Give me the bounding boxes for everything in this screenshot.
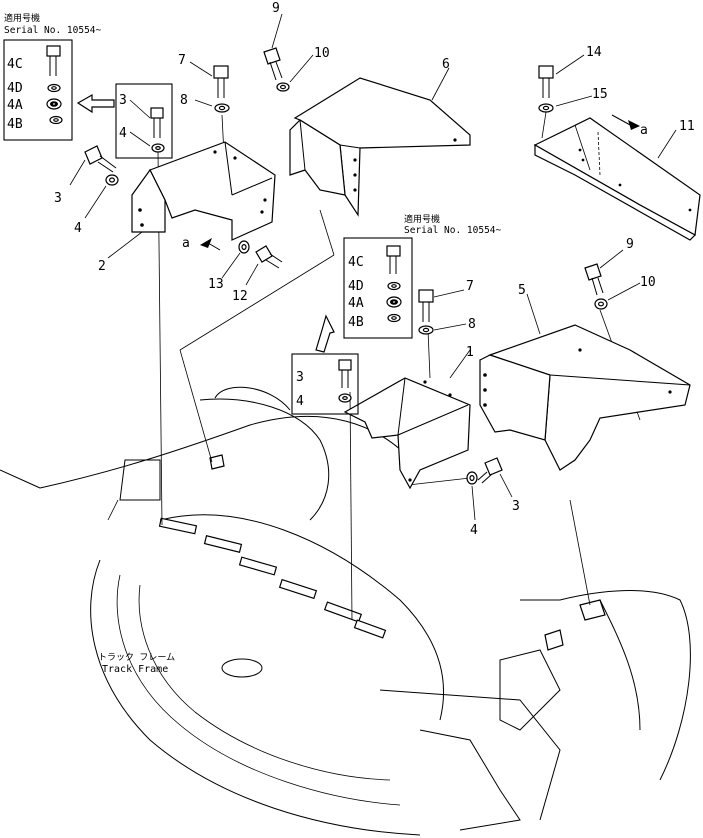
kit-box-3-4-upper — [115, 83, 173, 159]
serial-note-center: 適用号機 Serial No. 10554~ — [404, 213, 502, 236]
label-4-left: 4 — [74, 221, 82, 236]
label-11: 11 — [679, 119, 695, 134]
label-8-upper: 8 — [180, 93, 188, 108]
serial-note-left-en: Serial No. 10554~ — [4, 25, 102, 36]
kit-box-center — [343, 237, 413, 339]
label-4a-center: 4A — [348, 296, 364, 311]
part-11-cover — [533, 117, 701, 241]
label-7-center: 7 — [466, 279, 474, 294]
serial-note-center-jp: 適用号機 — [404, 213, 440, 225]
serial-note-center-en: Serial No. 10554~ — [404, 225, 502, 236]
label-6: 6 — [442, 57, 450, 72]
serial-note-left-jp: 適用号機 — [4, 12, 40, 24]
part-1-cover — [343, 377, 471, 490]
label-10-upper: 10 — [314, 46, 330, 61]
label-1: 1 — [466, 345, 474, 360]
label-9-right: 9 — [626, 237, 634, 252]
view-marker-a-left: a — [182, 236, 190, 251]
label-3-box-upper: 3 — [119, 93, 127, 108]
kit-box-left — [3, 39, 73, 141]
view-marker-a-right: a — [640, 123, 648, 138]
label-leaders — [69, 13, 677, 521]
label-14: 14 — [586, 45, 602, 60]
label-4b-center: 4B — [348, 315, 364, 330]
serial-note-left: 適用号機 Serial No. 10554~ — [4, 12, 102, 36]
label-9-upper: 9 — [272, 1, 280, 16]
track-frame-jp: トラック フレーム — [98, 652, 175, 663]
label-4d-left: 4D — [7, 81, 23, 96]
label-3-left: 3 — [54, 191, 62, 206]
kit-box-3-4-center — [291, 353, 359, 415]
label-4a-left: 4A — [7, 98, 23, 113]
label-7-upper: 7 — [178, 53, 186, 68]
label-5: 5 — [518, 283, 526, 298]
arrow-center-kit — [315, 314, 335, 353]
part-6-fender — [289, 77, 471, 217]
view-arrow-a-right — [611, 114, 640, 130]
track-frame-en: Track Frame — [102, 664, 168, 675]
label-4b-left: 4B — [7, 117, 23, 132]
view-arrow-a-left — [200, 238, 221, 251]
label-4d-center: 4D — [348, 279, 364, 294]
label-15: 15 — [592, 87, 608, 102]
label-4-box-center: 4 — [296, 394, 304, 409]
label-4-center: 4 — [470, 523, 478, 538]
track-frame — [0, 386, 691, 836]
label-3-box-center: 3 — [296, 370, 304, 385]
label-8-center: 8 — [468, 317, 476, 332]
fasteners — [84, 47, 608, 485]
label-10-right: 10 — [640, 275, 656, 290]
label-2: 2 — [98, 259, 106, 274]
track-frame-label: トラック フレーム Track Frame — [98, 652, 175, 675]
label-12: 12 — [232, 289, 248, 304]
label-3-center: 3 — [512, 499, 520, 514]
label-13: 13 — [208, 277, 224, 292]
label-4c-center: 4C — [348, 255, 364, 270]
arrow-left-kit — [76, 93, 115, 114]
part-5-fender — [479, 324, 691, 471]
part-2-cover — [131, 141, 276, 241]
label-4-box-upper: 4 — [119, 126, 127, 141]
label-4c-left: 4C — [7, 57, 23, 72]
